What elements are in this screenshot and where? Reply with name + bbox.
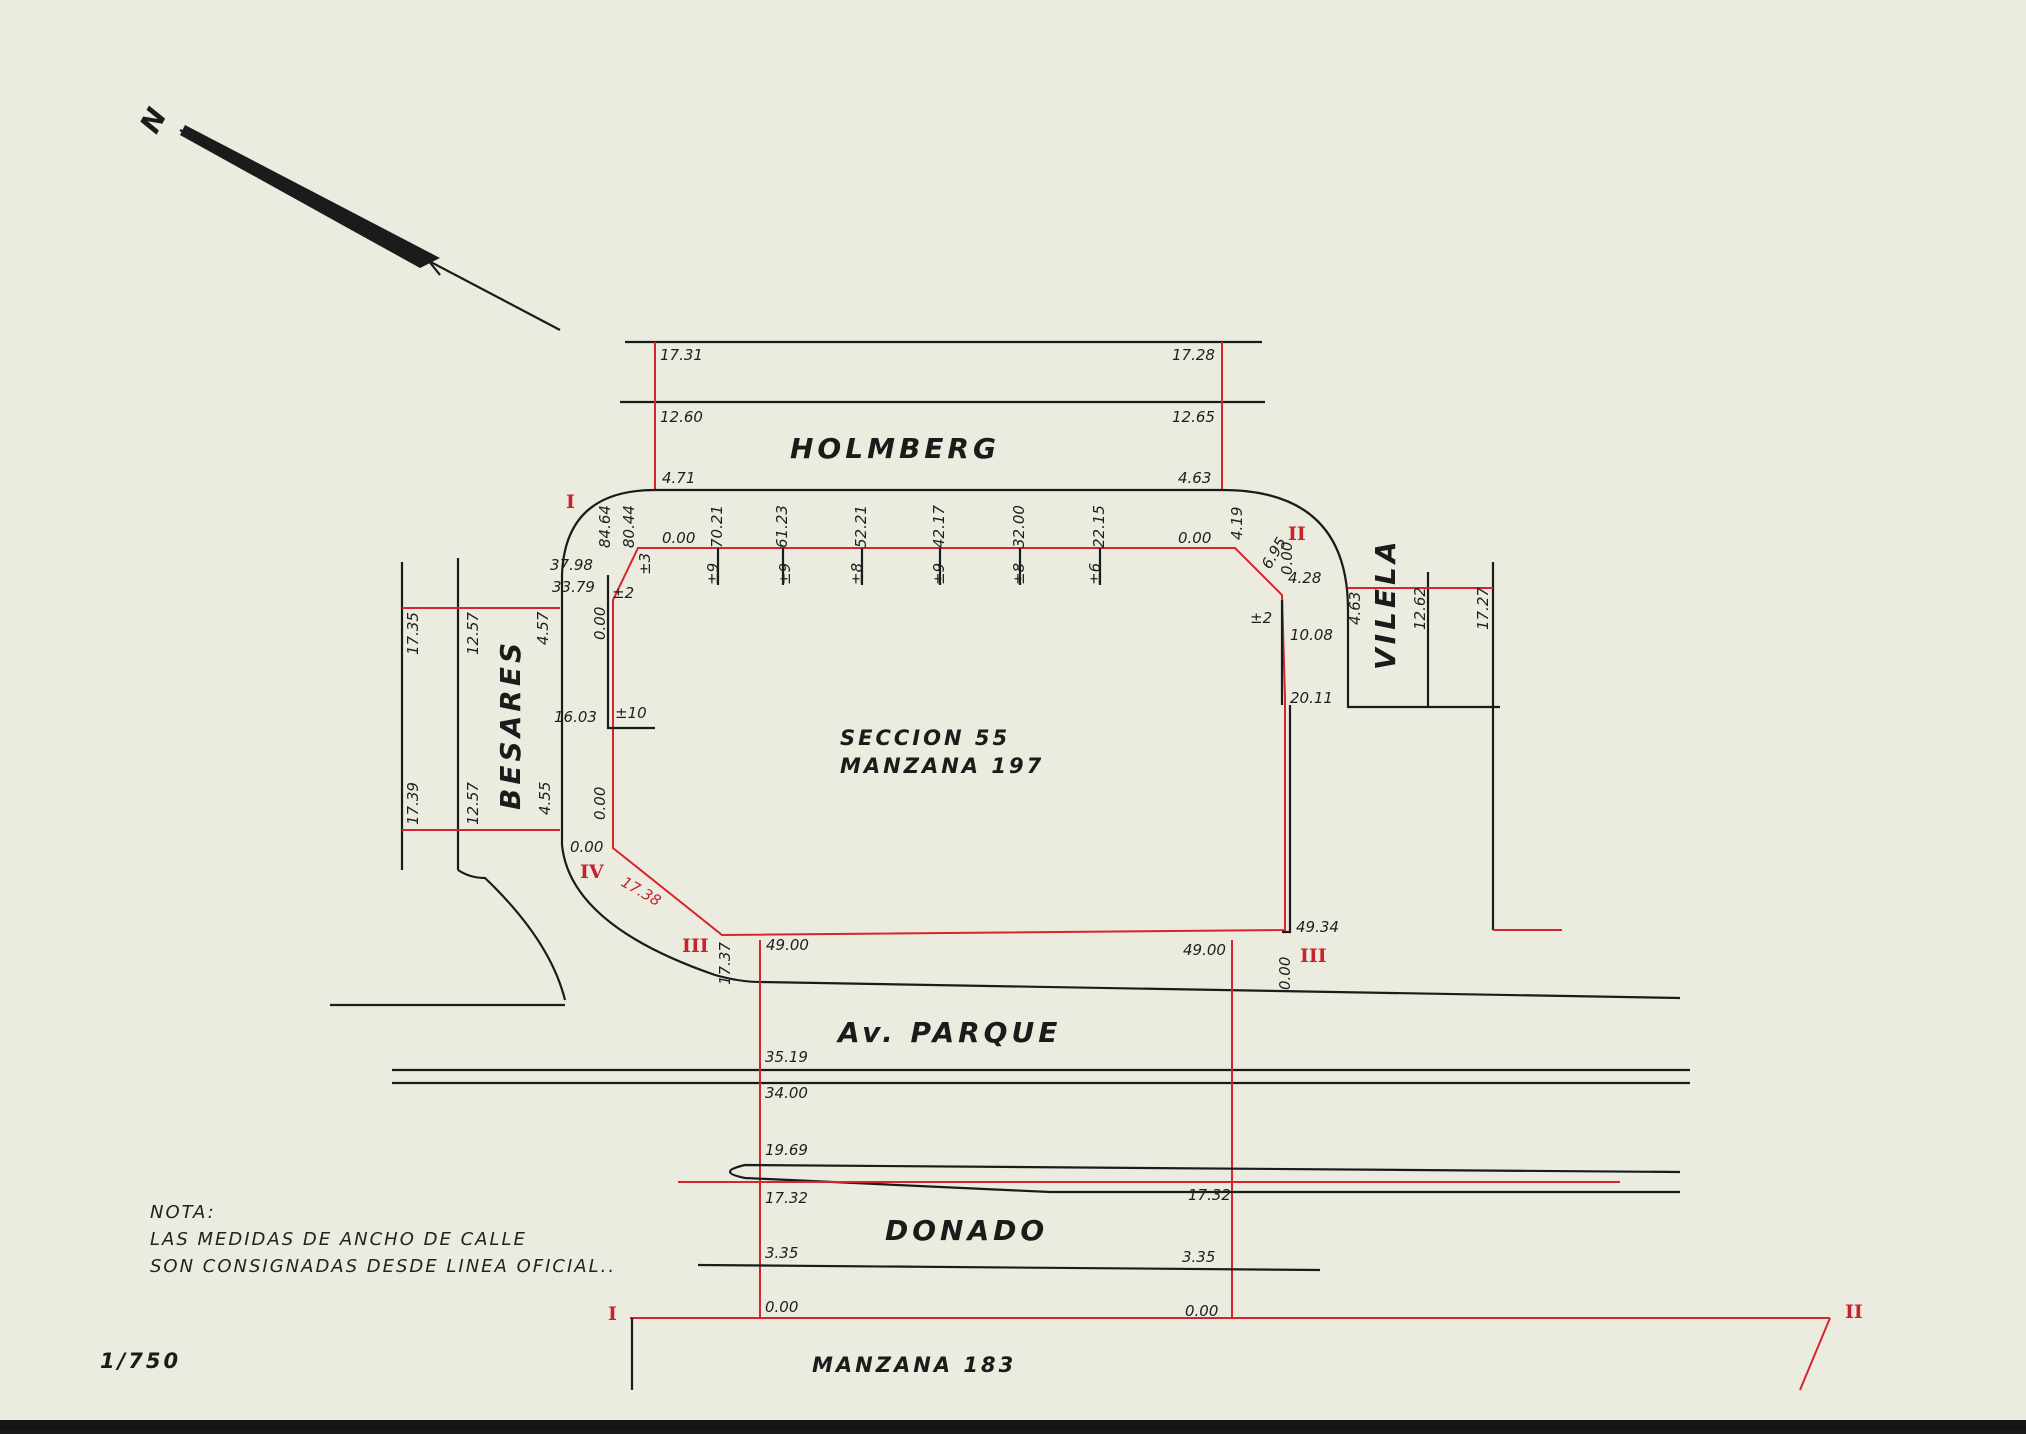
dim-c8: 4.19 <box>1228 507 1246 540</box>
dim-bot-c: 49.34 <box>1296 918 1339 936</box>
dim-pq2: 34.00 <box>765 1084 808 1102</box>
dim-p4: ±8 <box>848 563 866 585</box>
dim-p5: ±9 <box>930 563 948 585</box>
paper-edge <box>0 1420 2026 1430</box>
dim-h-top-right: 17.28 <box>1172 346 1215 364</box>
dim-sw-a: 0.00 <box>570 838 603 856</box>
top-ticks <box>716 548 1102 585</box>
dim-corner-d: ±2 <box>612 584 634 602</box>
marker-ii-corner: II <box>1288 523 1306 545</box>
dim-corner-a: 84.64 <box>596 505 614 548</box>
note-title: NOTA: <box>150 1202 216 1223</box>
dim-left-zero: 0.00 <box>591 607 609 640</box>
block-outline-west <box>560 488 1681 1000</box>
dim-b6: 4.55 <box>536 782 554 815</box>
label-seccion: SECCION 55 <box>840 726 1010 750</box>
dim-v-c: 17.27 <box>1474 587 1492 630</box>
besares-street-lines <box>330 558 567 1007</box>
dim-bot-a: 49.00 <box>766 936 809 954</box>
dim-corner-e: 16.03 <box>554 708 597 726</box>
dim-d4: 0.00 <box>1185 1302 1218 1320</box>
dim-p1: ±3 <box>636 553 654 575</box>
dim-c3: 61.23 <box>773 505 791 548</box>
dim-v3: 20.11 <box>1290 689 1333 707</box>
dim-v-zero: 0.00 <box>1278 542 1296 575</box>
dim-d3: 0.00 <box>765 1298 798 1316</box>
marker-iv: IV <box>580 861 605 883</box>
dim-corner-f: ±10 <box>615 704 647 722</box>
dim-v4: ±2 <box>1250 609 1272 627</box>
scale-label: 1/750 <box>100 1349 181 1373</box>
dim-c1: 80.44 <box>620 505 638 548</box>
marker-iii-sw: III <box>682 935 709 957</box>
dim-c2: 70.21 <box>708 505 726 548</box>
dim-pq1: 35.19 <box>765 1048 808 1066</box>
dim-b4: 17.39 <box>404 782 422 825</box>
marker-iii-corner: III <box>1300 945 1327 967</box>
street-holmberg: HOLMBERG <box>790 432 1000 465</box>
dim-b5: 12.57 <box>464 782 482 825</box>
parcel-inner-west <box>606 575 655 730</box>
vilela-street-lines <box>1348 562 1562 931</box>
dim-h-mid-right: 12.65 <box>1172 408 1215 426</box>
column-dims: 80.44 70.21 61.23 52.21 42.17 32.00 22.1… <box>620 505 1246 585</box>
street-donado: DONADO <box>885 1214 1048 1247</box>
dim-pq4: 17.32 <box>765 1189 808 1207</box>
dim-corner-b: 37.98 <box>550 556 593 574</box>
dim-p7: ±6 <box>1086 563 1104 585</box>
dim-c5: 42.17 <box>930 505 948 548</box>
holmberg-street-lines <box>620 340 1265 490</box>
dim-c7: 22.15 <box>1090 505 1108 548</box>
marker-i-bottom: I <box>608 1303 617 1325</box>
marker-ii-bottom: II <box>1845 1301 1863 1323</box>
dim-bot-b: 49.00 <box>1183 941 1226 959</box>
note-line-2: SON CONSIGNADAS DESDE LINEA OFICIAL.. <box>150 1256 616 1277</box>
dim-p3: ±9 <box>776 563 794 585</box>
parcel-outline <box>612 547 1286 937</box>
dim-top-zero-right: 0.00 <box>1178 529 1211 547</box>
dim-d2: 3.35 <box>1182 1248 1215 1266</box>
dim-c4: 52.21 <box>852 505 870 548</box>
dim-d1: 3.35 <box>765 1244 798 1262</box>
dim-p6: ±8 <box>1010 563 1028 585</box>
block-outline-north <box>655 488 1500 709</box>
dim-h-mid-left: 12.60 <box>660 408 703 426</box>
dim-top-zero-left: 0.00 <box>662 529 695 547</box>
dim-c6: 32.00 <box>1010 505 1028 548</box>
dim-v1: 4.28 <box>1288 569 1321 587</box>
dim-v-b: 12.62 <box>1411 587 1429 630</box>
dim-left-zero-2: 0.00 <box>591 787 609 820</box>
dim-sw-c: 17.37 <box>716 942 734 985</box>
dim-v-a: 4.63 <box>1346 592 1364 625</box>
dim-corner-c: 33.79 <box>552 578 595 596</box>
dim-v2: 10.08 <box>1290 626 1333 644</box>
marker-i-corner: I <box>566 491 575 513</box>
parcel-east-line <box>1282 705 1292 934</box>
label-manzana: MANZANA 197 <box>840 754 1044 778</box>
donado-street-lines <box>630 1163 1831 1391</box>
street-vilela: VILELA <box>1369 537 1402 670</box>
dim-h-top-left: 17.31 <box>660 346 703 364</box>
dim-p2: ±9 <box>704 563 722 585</box>
dim-h-lo-left: 4.71 <box>662 469 695 487</box>
street-besares: BESARES <box>494 639 527 810</box>
dim-b3: 4.57 <box>534 611 552 645</box>
note-line-1: LAS MEDIDAS DE ANCHO DE CALLE <box>150 1229 527 1250</box>
parque-street-lines <box>392 940 1690 1318</box>
dim-pq3: 19.69 <box>765 1141 808 1159</box>
label-manzana-south: MANZANA 183 <box>812 1353 1016 1377</box>
dim-b1: 17.35 <box>404 612 422 655</box>
dim-bot-d: 0.00 <box>1276 957 1294 990</box>
dim-pq5: 17.32 <box>1188 1186 1231 1204</box>
dim-b2: 12.57 <box>464 612 482 655</box>
street-parque: Av. PARQUE <box>836 1016 1061 1049</box>
dim-h-lo-right: 4.63 <box>1178 469 1211 487</box>
